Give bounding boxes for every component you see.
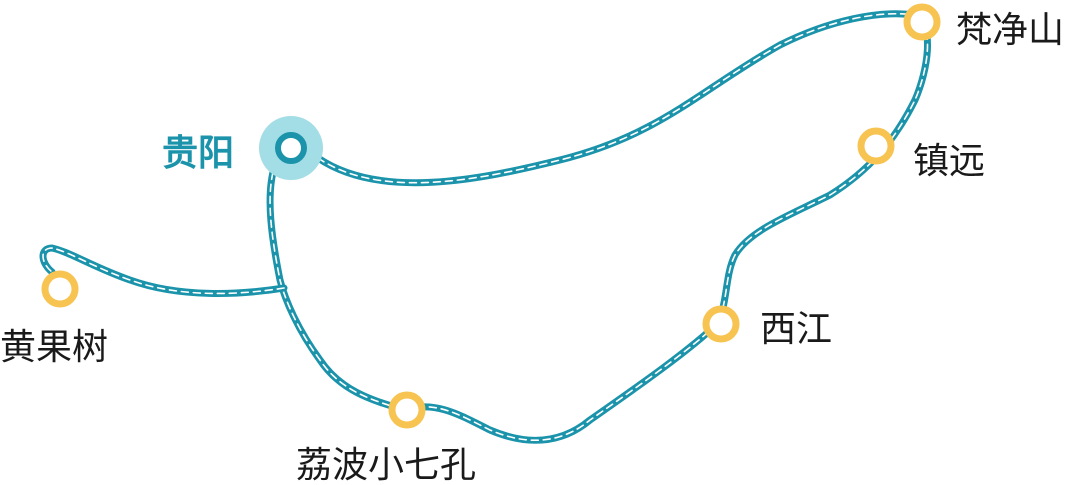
route-spur-huangguoshu bbox=[39, 244, 288, 297]
stop-label-zhenyuan: 镇远 bbox=[913, 141, 986, 182]
hub-marker-guiyang[interactable] bbox=[259, 116, 323, 180]
stop-label-xijiang: 西江 bbox=[760, 309, 833, 350]
hub-ring bbox=[275, 132, 307, 164]
route-spur-dash bbox=[42, 247, 285, 295]
stop-label-libo: 荔波小七孔 bbox=[296, 445, 477, 485]
hub-label-guiyang: 贵阳 bbox=[162, 133, 235, 174]
stop-marker-huangguoshu[interactable] bbox=[41, 270, 79, 308]
stop-marker-fanjingshan[interactable] bbox=[903, 3, 941, 41]
stop-marker-zhenyuan[interactable] bbox=[857, 127, 895, 165]
route-loop bbox=[266, 10, 932, 444]
route-loop-dash bbox=[269, 12, 929, 442]
stop-marker-xijiang[interactable] bbox=[702, 305, 740, 343]
stop-label-fanjingshan: 梵净山 bbox=[956, 10, 1065, 51]
stop-label-huangguoshu: 黄果树 bbox=[0, 327, 109, 368]
stop-marker-libo[interactable] bbox=[388, 391, 426, 429]
route-spur-line bbox=[39, 244, 288, 297]
route-loop-line bbox=[266, 10, 932, 444]
